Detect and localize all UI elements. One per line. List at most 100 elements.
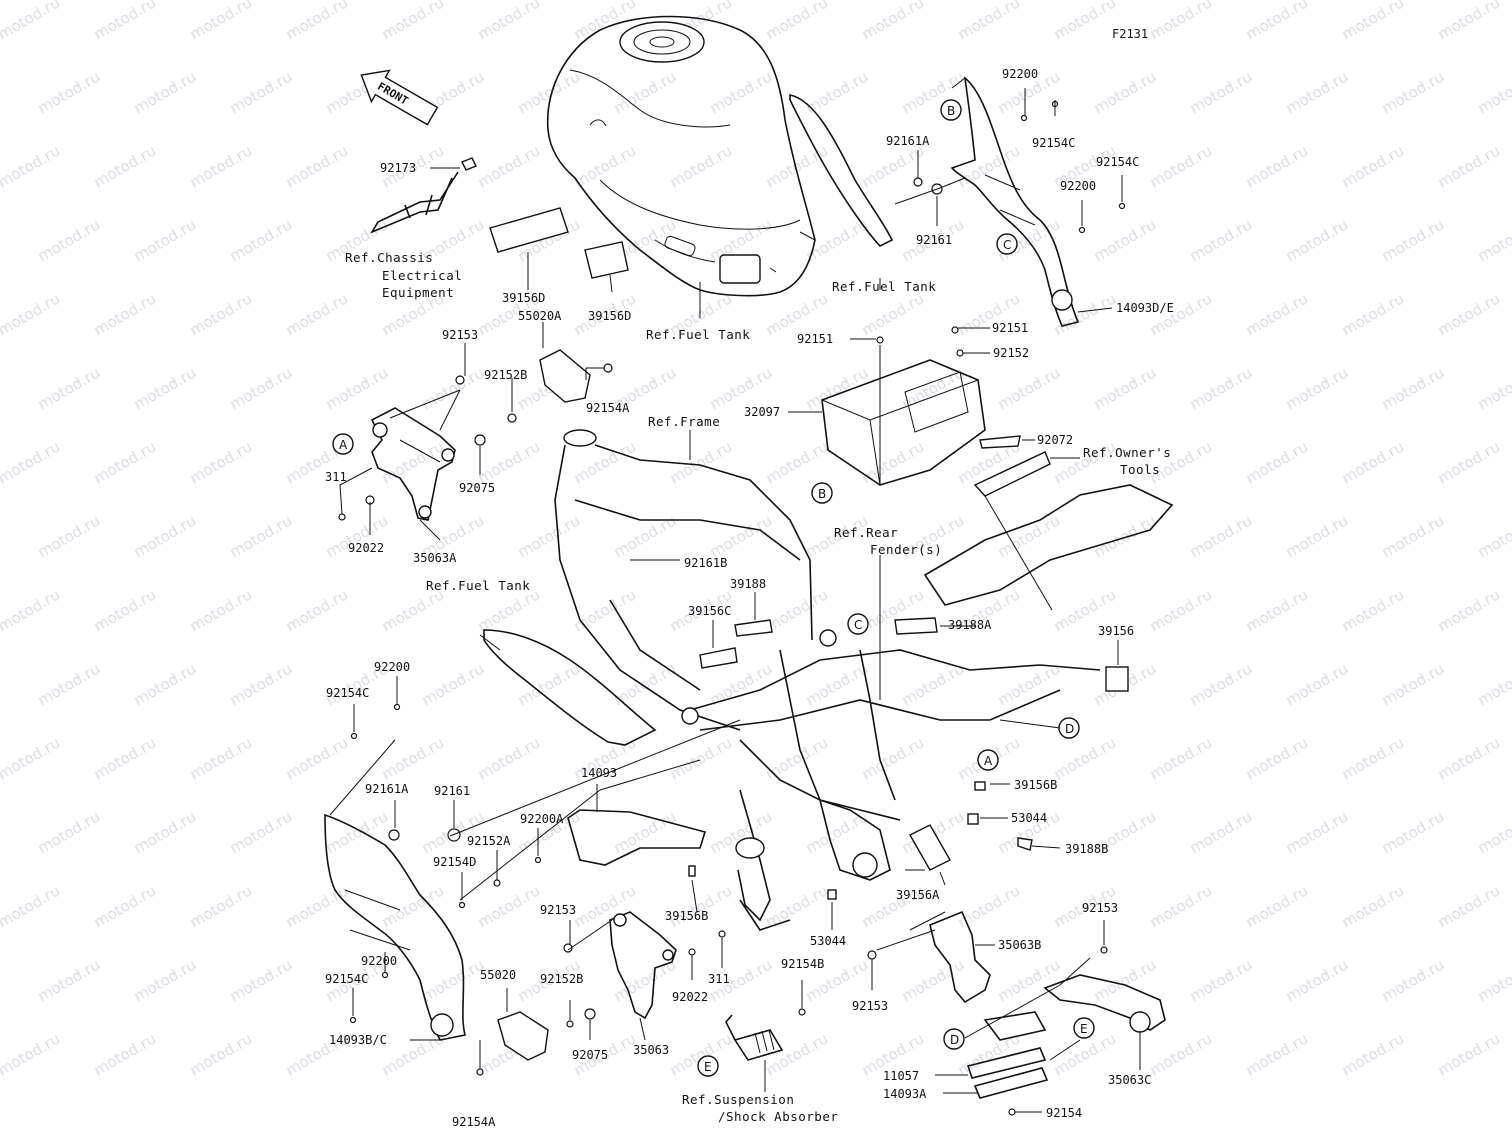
watermark-text: motod.ru <box>91 733 160 783</box>
washer-92152b-tl <box>507 413 517 423</box>
svg-text:55020A: 55020A <box>518 309 562 323</box>
watermark-text: motod.ru <box>995 511 1064 561</box>
watermark-text: motod.ru <box>475 437 544 487</box>
svg-text:E: E <box>704 1060 712 1074</box>
watermark-text: motod.ru <box>1147 141 1216 191</box>
main-frame <box>554 429 1101 931</box>
callout-d-lower: D <box>943 1028 965 1050</box>
svg-text:Fender(s): Fender(s) <box>870 542 942 557</box>
watermark-text: motod.ru <box>859 289 928 339</box>
svg-text:14093D/E: 14093D/E <box>1116 301 1174 315</box>
decal-39156d-b <box>584 241 629 279</box>
watermark-text: motod.ru <box>1187 67 1256 117</box>
grommet-92200-tr2 <box>1078 226 1086 234</box>
watermark-text: motod.ru <box>227 955 296 1005</box>
plate-55020a <box>539 349 591 403</box>
watermark-text: motod.ru <box>323 363 392 413</box>
cover-14093a <box>973 1067 1049 1099</box>
grommet-92200-tr <box>1020 114 1028 122</box>
svg-text:Ref.Frame: Ref.Frame <box>648 414 720 429</box>
watermark-text: motod.ru <box>1147 585 1216 635</box>
svg-text:92072: 92072 <box>1037 433 1073 447</box>
watermark-text: motod.ru <box>475 141 544 191</box>
svg-text:92161A: 92161A <box>365 782 409 796</box>
watermark-text: motod.ru <box>35 215 104 265</box>
watermark-text: motod.ru <box>611 67 680 117</box>
svg-text:92152A: 92152A <box>467 834 511 848</box>
watermark-text: motod.ru <box>1435 289 1504 339</box>
watermark-text: motod.ru <box>1435 141 1504 191</box>
svg-text:92075: 92075 <box>572 1048 608 1062</box>
watermark-text: motod.ru <box>35 807 104 857</box>
watermark-text: motod.ru <box>899 955 968 1005</box>
svg-text:35063A: 35063A <box>413 551 457 565</box>
watermark-text: motod.ru <box>131 67 200 117</box>
svg-text:92153: 92153 <box>540 903 576 917</box>
svg-text:92154A: 92154A <box>452 1115 496 1129</box>
watermark-text: motod.ru <box>35 511 104 561</box>
svg-text:92022: 92022 <box>672 990 708 1004</box>
svg-text:53044: 53044 <box>1011 811 1047 825</box>
svg-text:14093: 14093 <box>581 766 617 780</box>
bolt-92153-r <box>867 950 877 960</box>
watermark-text: motod.ru <box>1187 215 1256 265</box>
watermark-text: motod.ru <box>131 659 200 709</box>
watermark-text: motod.ru <box>35 67 104 117</box>
watermark-text: motod.ru <box>1475 659 1512 709</box>
watermark-text: motod.ru <box>995 955 1064 1005</box>
svg-text:92153: 92153 <box>1082 901 1118 915</box>
watermark-text: motod.ru <box>35 659 104 709</box>
watermark-text: motod.ru <box>131 363 200 413</box>
svg-text:C: C <box>854 618 862 632</box>
bolt-92154a-b <box>476 1068 484 1076</box>
svg-text:92151: 92151 <box>797 332 833 346</box>
watermark-text: motod.ru <box>0 437 63 487</box>
svg-text:Electrical: Electrical <box>382 268 462 283</box>
svg-text:92153: 92153 <box>852 999 888 1013</box>
watermark-text: motod.ru <box>187 0 256 43</box>
washer-92152a <box>493 879 501 887</box>
washer-92022-c <box>688 948 696 956</box>
watermark-text: motod.ru <box>1147 0 1216 43</box>
watermark-text: motod.ru <box>1379 215 1448 265</box>
watermark-text: motod.ru <box>955 881 1024 931</box>
callout-c-lower: C <box>847 613 869 635</box>
footpeg-bracket-35063b <box>929 910 991 1004</box>
owners-tools <box>973 451 1051 497</box>
footpeg-bracket-35063a <box>370 407 456 521</box>
grommet-92200-l <box>393 703 401 711</box>
watermark-text: motod.ru <box>91 0 160 43</box>
bolt-92153-r2 <box>1100 946 1108 954</box>
svg-text:39188B: 39188B <box>1065 842 1108 856</box>
shock-reservoir <box>725 1014 784 1061</box>
battery-case-32097 <box>821 359 986 486</box>
watermark-text: motod.ru <box>1243 881 1312 931</box>
watermark-text: motod.ru <box>227 511 296 561</box>
watermark-text: motod.ru <box>187 1029 256 1079</box>
watermark-text: motod.ru <box>0 733 63 783</box>
svg-text:/Shock Absorber: /Shock Absorber <box>718 1109 838 1124</box>
decal-39156d-a <box>489 207 569 253</box>
watermark-text: motod.ru <box>91 141 160 191</box>
fuel-tank-outline <box>546 15 816 297</box>
svg-text:D: D <box>950 1033 959 1047</box>
strap-92072 <box>979 435 1021 449</box>
svg-text:92154C: 92154C <box>1032 136 1075 150</box>
svg-text:35063B: 35063B <box>998 938 1041 952</box>
watermark-text: motod.ru <box>1187 511 1256 561</box>
watermark-text: motod.ru <box>1339 289 1408 339</box>
watermark-text: motod.ru <box>859 733 928 783</box>
svg-text:D: D <box>1065 722 1074 736</box>
watermark-text: motod.ru <box>763 881 832 931</box>
grommet-92200-bl <box>381 971 389 979</box>
watermark-text: motod.ru <box>1339 733 1408 783</box>
watermark-text: motod.ru <box>515 659 584 709</box>
svg-text:Ref.Fuel Tank: Ref.Fuel Tank <box>426 578 530 593</box>
watermark-text: motod.ru <box>707 67 776 117</box>
watermark-text: motod.ru <box>0 141 63 191</box>
watermark-text: motod.ru <box>763 437 832 487</box>
watermark-text: motod.ru <box>419 955 488 1005</box>
svg-text:B: B <box>818 487 826 501</box>
callout-c-upper: C <box>996 233 1018 255</box>
bolt-92151-b <box>951 326 959 334</box>
